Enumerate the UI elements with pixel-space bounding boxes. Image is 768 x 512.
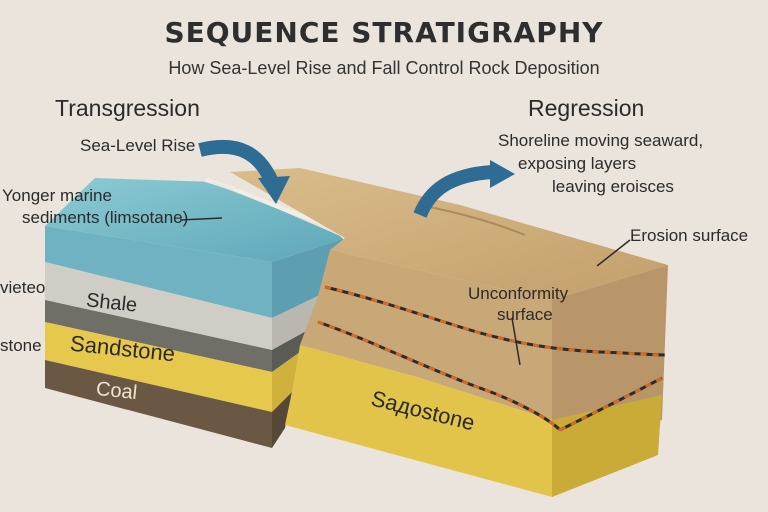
shoreline-label-line3: leaving eroisces bbox=[552, 177, 674, 196]
marine-label-line2: sediments (limsotane) bbox=[22, 208, 189, 227]
sea-level-rise-label: Sea-Level Rise bbox=[80, 136, 196, 155]
sediment-front-face bbox=[300, 250, 552, 420]
page-title: SEQUENCE STRATIGRAPHY bbox=[164, 16, 604, 49]
water-side-face bbox=[272, 238, 345, 318]
unconformity-label-line1: Unconformity bbox=[468, 284, 569, 303]
side-label-vieteo: vieteo bbox=[0, 278, 46, 297]
shoreline-label-line1: Shoreline moving seaward, bbox=[498, 131, 704, 150]
transgression-heading: Transgression bbox=[55, 95, 200, 121]
sandstone-layer-right bbox=[285, 345, 552, 497]
sandstone-layer-left bbox=[45, 322, 272, 412]
page-subtitle: How Sea-Level Rise and Fall Control Rock… bbox=[168, 58, 600, 78]
curved-arrow-up-icon bbox=[413, 160, 515, 218]
shoreline-label-line2: exposing layers bbox=[518, 154, 637, 173]
regression-heading: Regression bbox=[528, 95, 645, 121]
erosion-surface-label: Erosion surface bbox=[630, 226, 749, 245]
unconformity-label-line2: surface bbox=[497, 305, 553, 324]
shale-layer bbox=[45, 262, 272, 350]
marine-label-line1: Yonger marine bbox=[2, 186, 112, 205]
coal-layer bbox=[45, 360, 272, 448]
curved-arrow-down-icon bbox=[198, 139, 290, 204]
water-front-face bbox=[45, 226, 272, 318]
dark-layer bbox=[45, 300, 272, 372]
coal-label: Coal bbox=[95, 377, 139, 405]
side-label-stone: stone bbox=[0, 336, 42, 355]
sediment-top bbox=[230, 168, 668, 300]
